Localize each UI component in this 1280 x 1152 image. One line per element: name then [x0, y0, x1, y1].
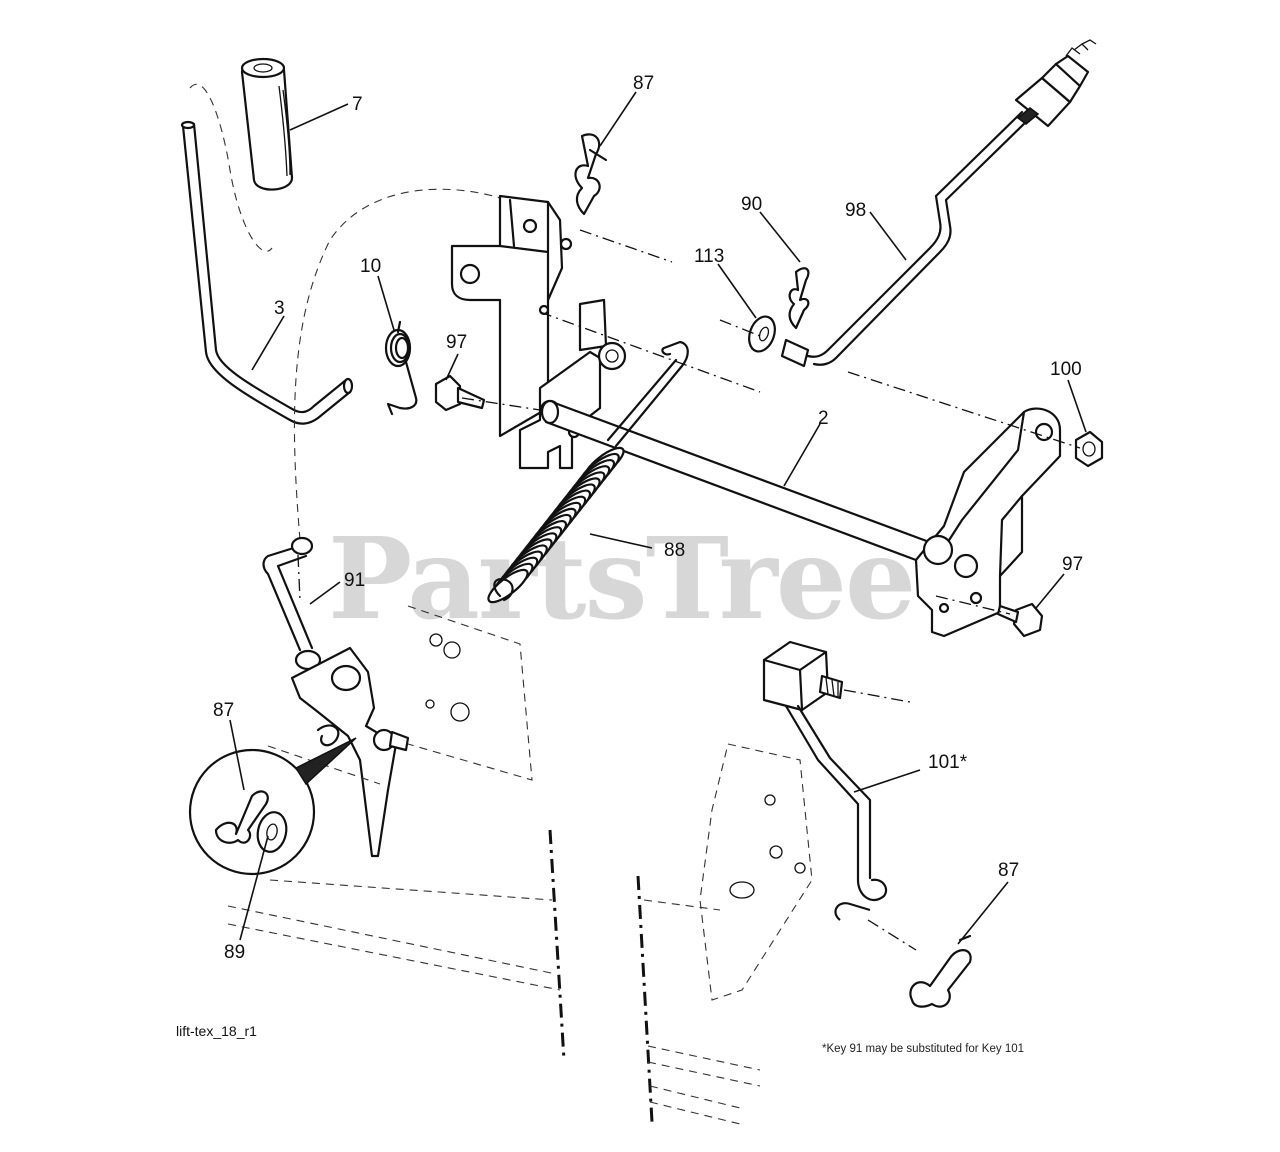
part-3-lift-lever — [180, 120, 354, 425]
part-88-extension-spring — [487, 446, 625, 604]
callout-labels: 7 87 90 98 113 10 3 97 100 2 88 97 91 87… — [213, 73, 1083, 963]
left-mounting-plate — [267, 605, 533, 785]
centerlines — [227, 229, 1081, 1125]
callout-88: 88 — [664, 540, 685, 561]
callout-113: 113 — [694, 246, 724, 267]
callout-91: 91 — [344, 570, 365, 591]
part-87-clip-bottom — [909, 934, 972, 1008]
substitution-footnote: *Key 91 may be substituted for Key 101 — [822, 1043, 1024, 1055]
leader-lines — [229, 91, 1087, 945]
callout-101: 101* — [928, 752, 968, 773]
mounting-bracket — [450, 194, 573, 438]
callout-90: 90 — [741, 194, 762, 215]
part-101-rod — [762, 640, 888, 921]
left-lower-bracket — [290, 646, 410, 858]
right-lift-arm — [914, 407, 1062, 638]
spring-hook-wire — [614, 340, 689, 448]
part-10-torsion-spring — [384, 320, 418, 416]
part-100-nut — [1074, 430, 1104, 468]
callout-3: 3 — [274, 298, 285, 319]
part-90-clip — [788, 267, 810, 330]
callout-10: 10 — [360, 256, 381, 277]
part-7-handle-grip — [189, 57, 294, 252]
diagram-reference: lift-tex_18_r1 — [176, 1023, 257, 1039]
part-113-washer — [748, 315, 776, 353]
callout-98: 98 — [845, 200, 866, 221]
callout-87-bottom: 87 — [998, 860, 1019, 881]
part-91-link-rod — [262, 536, 322, 671]
part-87-clip-top — [574, 133, 608, 216]
callout-87-left: 87 — [213, 700, 234, 721]
callout-97-left: 97 — [446, 332, 467, 353]
callout-89: 89 — [224, 942, 245, 963]
detail-magnifier — [188, 737, 357, 876]
callout-97-right: 97 — [1062, 554, 1083, 575]
callout-100: 100 — [1050, 359, 1082, 380]
callout-87-top: 87 — [633, 73, 654, 94]
part-98-rod — [780, 39, 1097, 368]
callout-7: 7 — [352, 94, 363, 115]
watermark: PartsTree — [328, 514, 914, 645]
callout-2: 2 — [818, 408, 829, 429]
part-97-bolt-left — [434, 374, 486, 412]
spring-end-hook — [493, 578, 514, 602]
part-97-bolt-right — [996, 602, 1044, 638]
right-mounting-plate — [699, 743, 813, 1001]
